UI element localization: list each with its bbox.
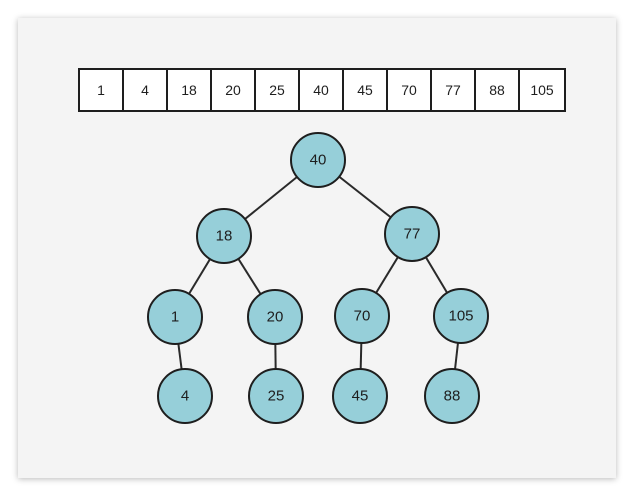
node-label: 20: [267, 309, 284, 326]
array-cell: 1: [80, 70, 124, 110]
node-circle: [334, 288, 390, 344]
node-label: 45: [352, 388, 369, 405]
array-cell: 18: [168, 70, 212, 110]
array-cell: 25: [256, 70, 300, 110]
tree-node-40: 40: [290, 132, 346, 188]
node-label: 4: [181, 388, 189, 405]
tree-node-88: 88: [424, 368, 480, 424]
node-circle: [196, 208, 252, 264]
node-label: 77: [404, 226, 421, 243]
sorted-array: 1 4 18 20 25 40 45 70 77 88 105: [78, 68, 566, 112]
node-label: 70: [354, 308, 371, 325]
node-circle: [247, 289, 303, 345]
tree-node-77: 77: [384, 206, 440, 262]
tree-node-70: 70: [334, 288, 390, 344]
array-cell: 88: [476, 70, 520, 110]
array-cell: 105: [530, 82, 554, 98]
node-label: 18: [216, 228, 233, 245]
tree-node-25: 25: [248, 368, 304, 424]
array-cell: 20: [212, 70, 256, 110]
array-cell: 70: [388, 70, 432, 110]
node-circle: [332, 368, 388, 424]
node-circle: [424, 368, 480, 424]
node-label: 88: [444, 388, 461, 405]
node-label: 1: [171, 309, 179, 326]
node-circle: [290, 132, 346, 188]
tree-node-1: 1: [147, 289, 203, 345]
node-label: 40: [310, 152, 327, 169]
node-label: 105: [448, 308, 473, 325]
array-cell: 40: [300, 70, 344, 110]
node-circle: [157, 368, 213, 424]
tree-node-105: 105: [433, 288, 489, 344]
node-circle: [433, 288, 489, 344]
tree-node-18: 18: [196, 208, 252, 264]
tree-node-20: 20: [247, 289, 303, 345]
node-label: 25: [268, 388, 285, 405]
array-cell: 4: [124, 70, 168, 110]
node-circle: [384, 206, 440, 262]
array-cell: 45: [344, 70, 388, 110]
node-circle: [248, 368, 304, 424]
tree-node-4: 4: [157, 368, 213, 424]
tree-node-45: 45: [332, 368, 388, 424]
node-circle: [147, 289, 203, 345]
array-cell: 77: [432, 70, 476, 110]
tree-edges: [174, 159, 462, 397]
